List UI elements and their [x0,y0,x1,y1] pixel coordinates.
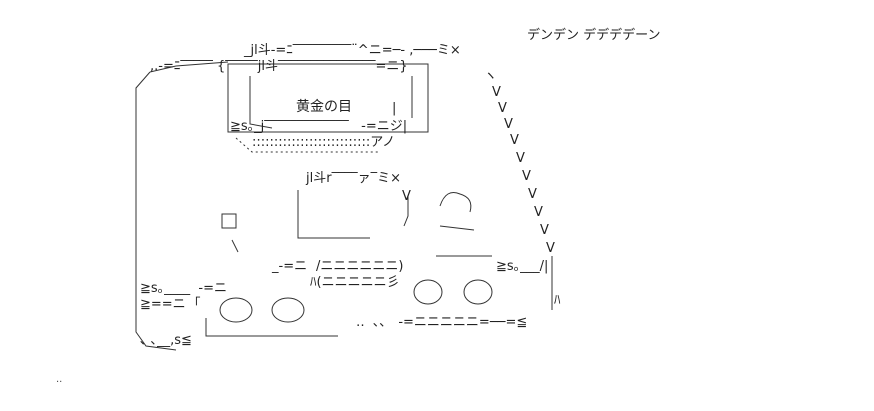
art-line-1: _jl斗-=ﾆ‾‾‾‾‾‾‾‾‾¨^ニ=─‐ ,───ミ× [244,43,461,58]
art-line-6: _-=ニ [272,259,308,274]
art-line-5: jl斗r‾‾‾‾ァ‾ミ× [306,171,401,186]
art-line-11: ≧==ニ ｢ [140,297,201,312]
art-line-4: :::::::::::::::::::::::::::アノ [252,135,396,150]
left-body-outline [135,71,177,351]
cartridge-label: 黄金の目 [296,99,352,115]
center-body [297,190,370,239]
button-4 [463,279,493,305]
v-mark: V [522,169,531,184]
art-line-2: ,.-=ﾆ‾‾‾‾‾ {‾‾‾‾‾jl斗‾‾‾‾‾‾‾‾‾‾‾‾‾‾‾=ニ} [150,59,408,74]
art-line-8: ﾊ(ニニニニニ彡 [310,275,400,290]
dpad-shape [221,213,237,229]
art-line-9: ≧s｡___/| [496,259,549,274]
left-top-edge [149,61,229,73]
button-3 [413,279,443,305]
cartridge-inner-left [249,76,273,129]
cartridge-dotted-base [235,137,380,153]
art-line-7: /ニニニニニニ) [316,259,404,274]
sound-effect-text: デンデン デデデデーン [527,28,661,43]
v-mark: V [516,151,525,166]
corner-dots: .. [56,374,63,385]
cartridge-outline [227,63,429,133]
v-mark: ヽ [484,69,498,84]
art-line-12: ‥ ､､ -=ニニニニニ=──=≦ [356,315,528,330]
right-button-curve [439,192,472,213]
art-line-13: ､ ､__,s≦ [140,333,192,348]
right-button-line [439,225,475,231]
v-mark: | [392,101,397,116]
art-line-10: ≧s｡____ -=ニ [140,281,228,296]
button-2 [271,297,305,323]
art-line-14: ﾊ [554,293,561,308]
button-1 [219,297,253,323]
v-mark: V [402,189,411,204]
v-mark: V [534,205,543,220]
art-line-3: ≧s｡_j‾‾‾‾‾‾‾‾‾‾‾‾‾ -=ニジ| [230,119,408,134]
v-mark: V [504,117,513,132]
v-mark: V [510,133,519,148]
v-mark: V [498,101,507,116]
left-controller-base [205,318,338,337]
v-mark: V [540,223,549,238]
dpad-stroke [231,239,239,253]
v-mark: V [528,187,537,202]
v-mark: V [546,241,555,256]
v-mark: V [492,85,501,100]
center-body-right [403,196,409,227]
